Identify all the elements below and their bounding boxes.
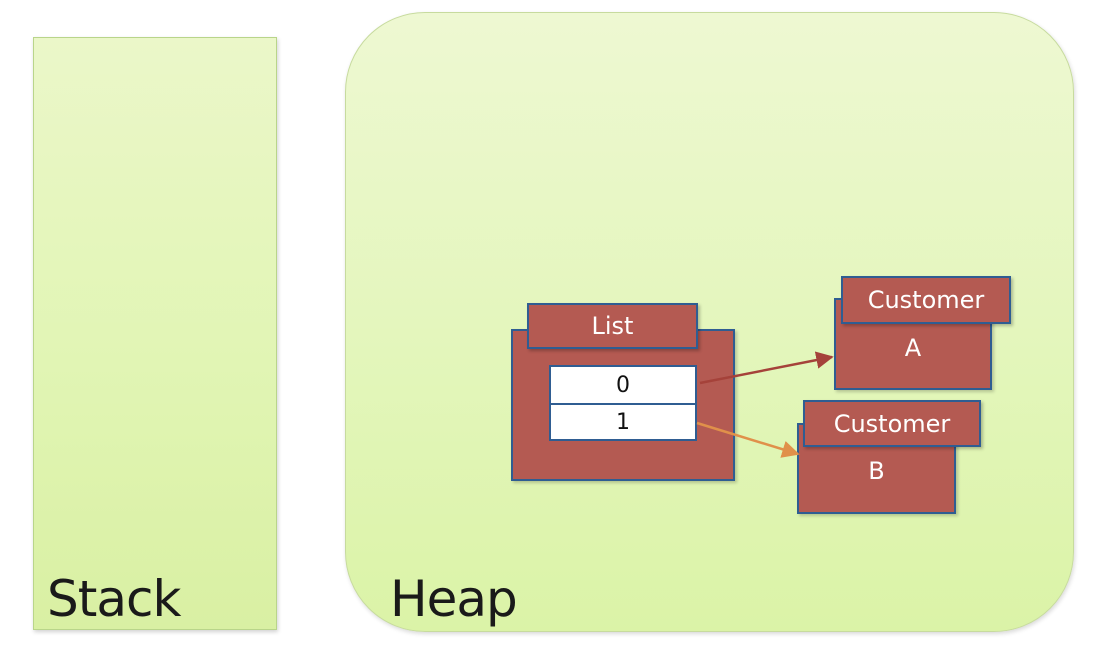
heap-label: Heap — [390, 570, 518, 628]
stack-label: Stack — [47, 570, 181, 628]
customer-a-value: A — [904, 334, 922, 362]
list-object-header: List — [527, 303, 698, 349]
customer-b-value: B — [868, 457, 885, 485]
arrow-slot0-to-customer-a — [699, 351, 834, 385]
arrow-slot1-to-customer-b — [696, 421, 800, 458]
customer-a-header: Customer — [841, 276, 1011, 324]
customer-b-header: Customer — [803, 400, 981, 447]
list-slot-1: 1 — [549, 403, 697, 441]
stack-region — [33, 37, 277, 630]
